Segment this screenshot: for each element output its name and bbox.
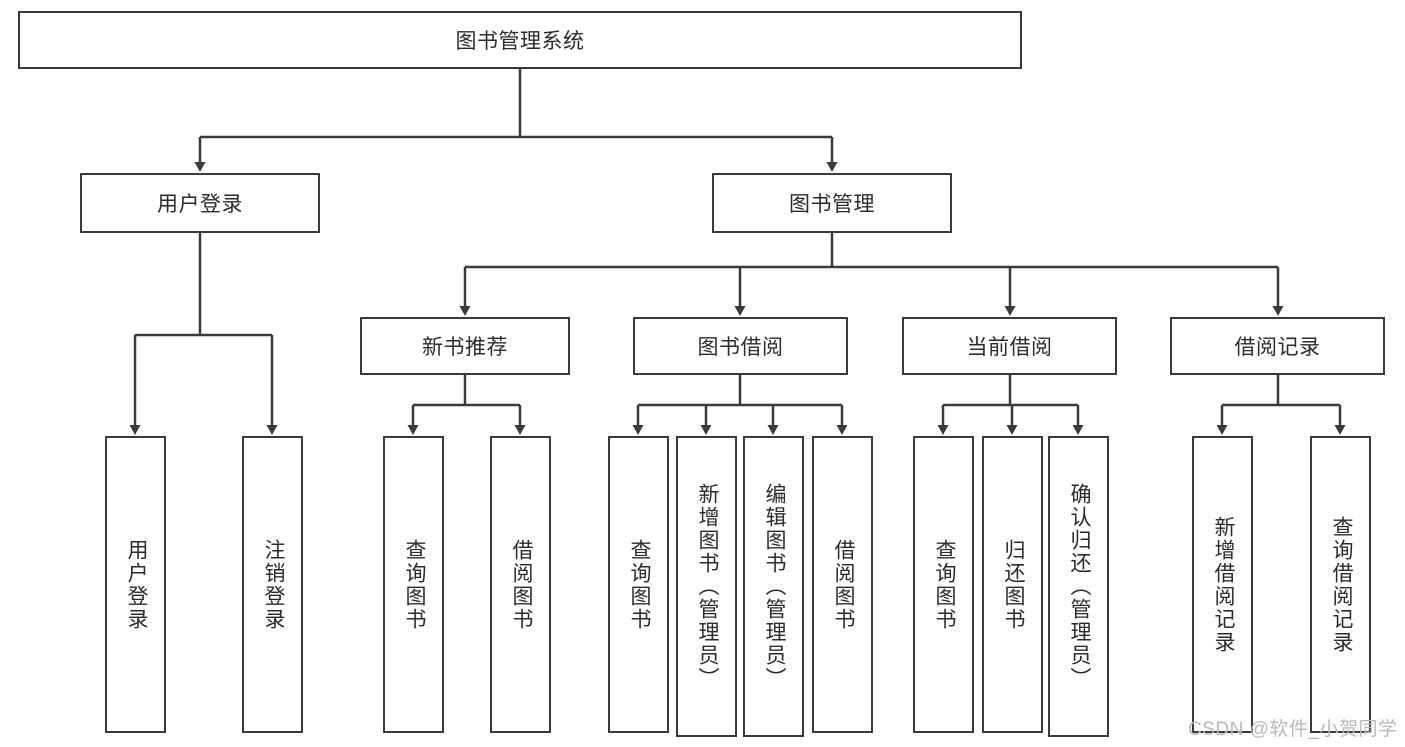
node-label: 图书借阅	[697, 336, 784, 359]
node-new-book-recommend[interactable]: 新书推荐	[360, 317, 570, 375]
node-label: 图书管理	[789, 193, 875, 216]
node-user-login[interactable]: 用户登录	[80, 173, 320, 233]
node-label: 用户登录	[157, 193, 243, 216]
node-label: 查询借阅记录	[1329, 515, 1353, 654]
node-label: 查询图书	[402, 538, 426, 631]
node-label: 查询图书	[932, 538, 956, 631]
leaf-add-borrow-record[interactable]: 新增借阅记录	[1192, 436, 1253, 733]
node-label: 用户登录	[124, 538, 148, 631]
leaf-return-book[interactable]: 归还图书	[982, 436, 1043, 733]
node-label: 编辑图书（管理员）	[762, 483, 786, 690]
node-label: 新书推荐	[422, 336, 508, 359]
node-book-borrow[interactable]: 图书借阅	[633, 317, 848, 375]
node-label: 确认归还（管理员）	[1067, 483, 1091, 690]
node-current-borrow[interactable]: 当前借阅	[902, 317, 1117, 375]
node-borrow-record[interactable]: 借阅记录	[1170, 317, 1385, 375]
leaf-query-book-current[interactable]: 查询图书	[913, 436, 974, 733]
leaf-logout[interactable]: 注销登录	[242, 436, 303, 733]
leaf-query-borrow-record[interactable]: 查询借阅记录	[1310, 436, 1371, 733]
node-label: 当前借阅	[966, 336, 1053, 359]
node-label: 归还图书	[1001, 538, 1025, 631]
leaf-edit-book-admin[interactable]: 编辑图书（管理员）	[743, 436, 804, 737]
leaf-borrow-book[interactable]: 借阅图书	[812, 436, 873, 733]
leaf-borrow-book-recommend[interactable]: 借阅图书	[490, 436, 551, 733]
node-book-management[interactable]: 图书管理	[712, 173, 952, 233]
node-label: 查询图书	[627, 538, 651, 631]
node-label: 图书管理系统	[455, 30, 585, 53]
node-label: 借阅图书	[509, 538, 533, 631]
watermark-csdn: CSDN @软件_小贺同学	[1188, 719, 1398, 740]
leaf-add-book-admin[interactable]: 新增图书（管理员）	[676, 436, 737, 737]
leaf-query-book-borrow[interactable]: 查询图书	[608, 436, 669, 733]
leaf-user-login[interactable]: 用户登录	[105, 436, 166, 733]
node-label: 新增借阅记录	[1211, 515, 1235, 654]
node-label: 借阅记录	[1234, 336, 1321, 359]
node-label: 借阅图书	[831, 538, 855, 631]
leaf-confirm-return-admin[interactable]: 确认归还（管理员）	[1048, 436, 1109, 737]
node-root-book-management-system[interactable]: 图书管理系统	[18, 11, 1022, 69]
node-label: 注销登录	[261, 538, 285, 631]
leaf-query-book-recommend[interactable]: 查询图书	[383, 436, 444, 733]
node-label: 新增图书（管理员）	[695, 483, 719, 690]
